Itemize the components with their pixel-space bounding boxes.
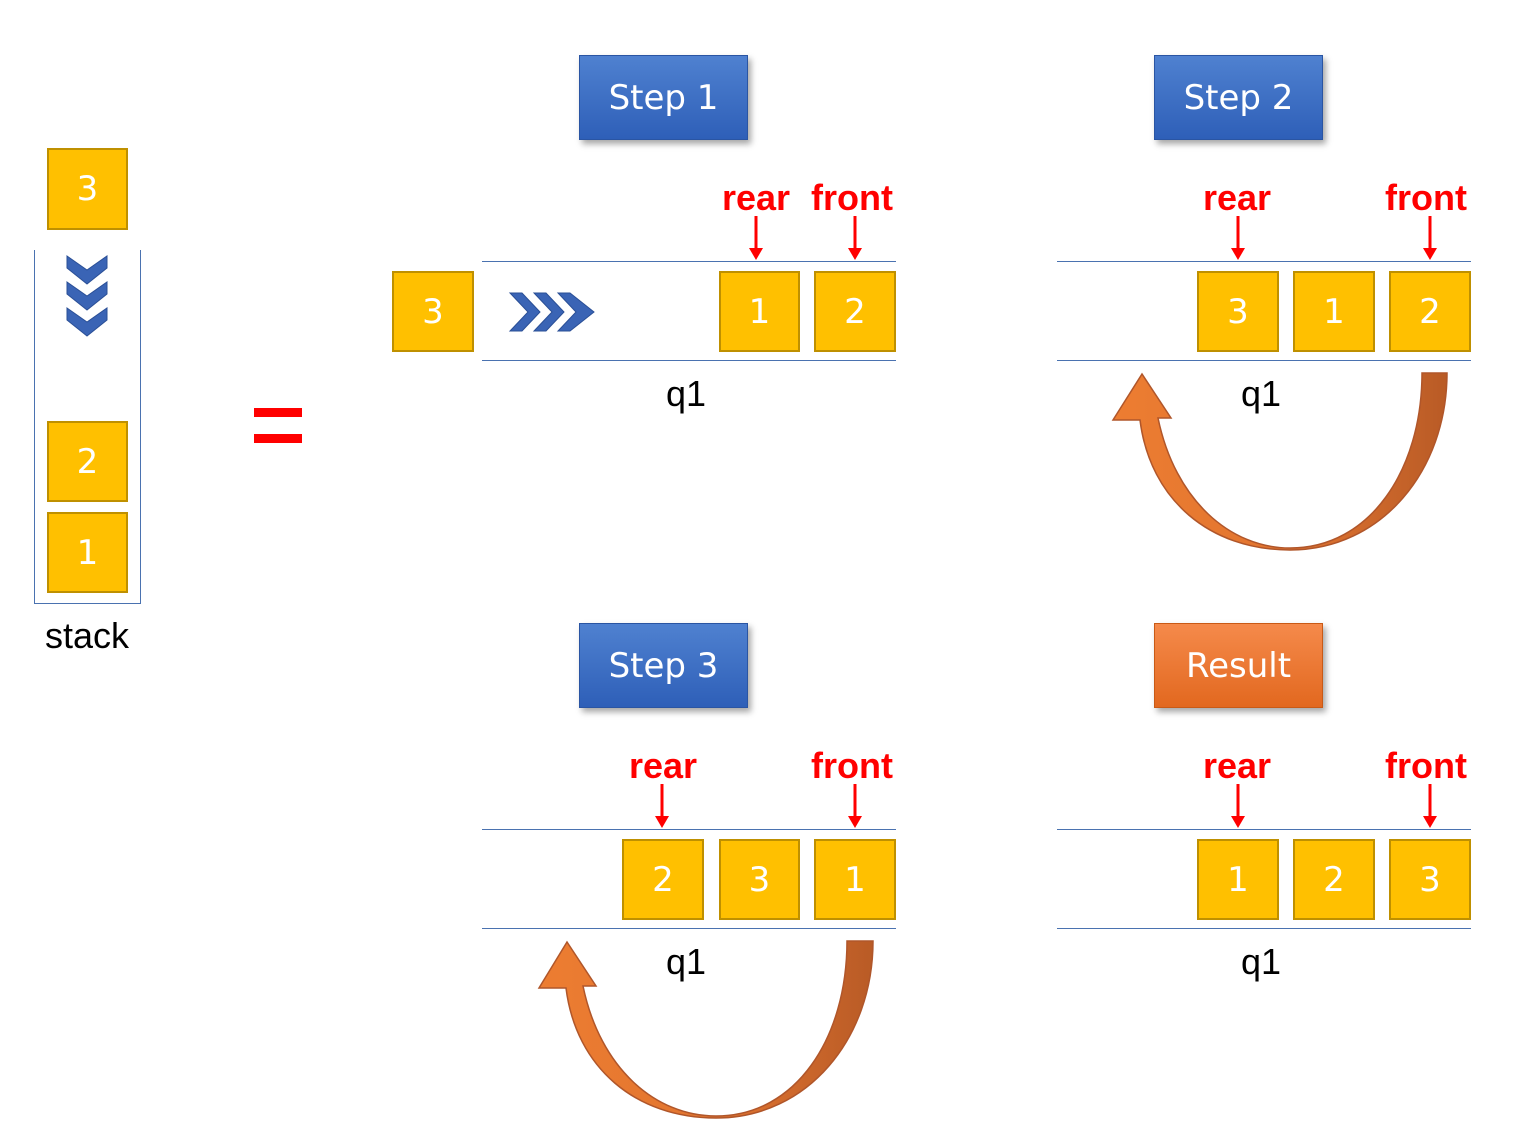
- stack-item: 1: [47, 512, 128, 593]
- front-label: front: [1385, 177, 1467, 218]
- incoming-item: 3: [392, 271, 474, 352]
- queue-top-line: [482, 261, 896, 262]
- front-label: front: [811, 177, 893, 218]
- rear-label: rear: [722, 177, 791, 218]
- queue-top-line: [1057, 829, 1471, 830]
- queue-item: 1: [1197, 839, 1279, 920]
- curved-arrow-icon: [1111, 372, 1448, 551]
- queue-name: q1: [1241, 941, 1282, 982]
- rear-label: rear: [1203, 745, 1272, 786]
- queue-item: 1: [719, 271, 800, 352]
- queue-item: 2: [1293, 839, 1375, 920]
- stack-label: stack: [45, 615, 130, 656]
- stack-item: 2: [47, 421, 128, 502]
- stack-container: [34, 250, 141, 604]
- queue-item: 1: [814, 839, 896, 920]
- step-1-button[interactable]: Step 1: [579, 55, 748, 140]
- rear-pointer-arrow: [655, 784, 669, 828]
- queue-item: 2: [814, 271, 896, 352]
- queue-name: q1: [1241, 373, 1282, 414]
- front-pointer-arrow: [1423, 216, 1437, 260]
- step-3-button[interactable]: Step 3: [579, 623, 748, 708]
- queue-bottom-line: [1057, 928, 1471, 929]
- rear-pointer-arrow: [749, 216, 763, 260]
- queue-top-line: [1057, 261, 1471, 262]
- queue-item: 1: [1293, 271, 1375, 352]
- rear-label: rear: [629, 745, 698, 786]
- queue-item: 3: [1389, 839, 1471, 920]
- queue-bottom-line: [1057, 360, 1471, 361]
- front-pointer-arrow: [1423, 784, 1437, 828]
- queue-item: 3: [719, 839, 800, 920]
- front-pointer-arrow: [848, 784, 862, 828]
- result-button[interactable]: Result: [1154, 623, 1323, 708]
- front-label: front: [811, 745, 893, 786]
- queue-item: 2: [622, 839, 704, 920]
- rear-pointer-arrow: [1231, 216, 1245, 260]
- rear-pointer-arrow: [1231, 784, 1245, 828]
- queue-bottom-line: [482, 360, 896, 361]
- rear-label: rear: [1203, 177, 1272, 218]
- curved-arrow-icon: [537, 940, 874, 1119]
- queue-name: q1: [666, 373, 707, 414]
- equals-sign: [254, 408, 302, 444]
- front-pointer-arrow: [848, 216, 862, 260]
- step-2-button[interactable]: Step 2: [1154, 55, 1323, 140]
- stack-top-item: 3: [47, 148, 128, 230]
- queue-item: 2: [1389, 271, 1471, 352]
- queue-item: 3: [1197, 271, 1279, 352]
- queue-bottom-line: [482, 928, 896, 929]
- queue-name: q1: [666, 941, 707, 982]
- queue-top-line: [482, 829, 896, 830]
- front-label: front: [1385, 745, 1467, 786]
